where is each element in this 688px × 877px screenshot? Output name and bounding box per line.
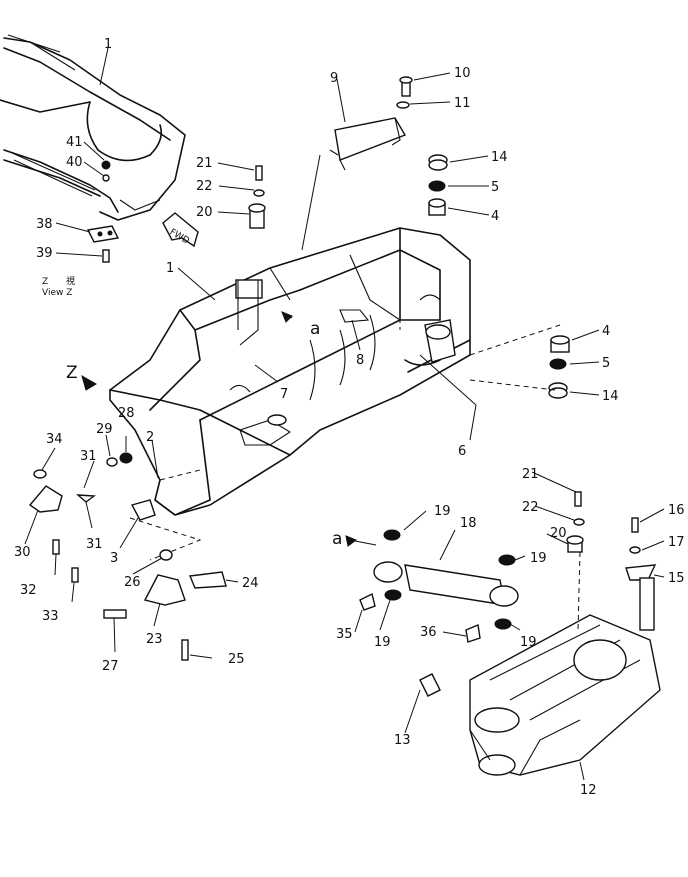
callout-21-lower: 21 <box>522 467 539 482</box>
callout-33: 33 <box>42 609 59 624</box>
forward-direction-arrow <box>162 212 199 248</box>
mount-stack-top <box>396 76 448 216</box>
callout-40: 40 <box>66 155 83 170</box>
callout-13: 13 <box>394 733 411 748</box>
callout-17: 17 <box>668 535 685 550</box>
callout-2: 2 <box>146 430 154 445</box>
view-z-kanji: 視 <box>66 275 75 287</box>
callout-16: 16 <box>668 503 685 518</box>
callout-4-right: 4 <box>602 324 610 339</box>
callout-10: 10 <box>454 66 471 81</box>
callout-15: 15 <box>668 571 685 586</box>
view-z-caption: View Z <box>42 288 72 298</box>
nut-washer-28-29 <box>106 452 133 467</box>
callout-19-d: 19 <box>520 635 537 650</box>
callout-5-right: 5 <box>602 356 610 371</box>
cover-part-9 <box>329 117 407 171</box>
callout-23: 23 <box>146 632 163 647</box>
callout-39: 39 <box>36 246 53 261</box>
callout-32: 32 <box>20 583 37 598</box>
callout-20-upper: 20 <box>196 205 213 220</box>
bracket-23-27 <box>103 549 227 661</box>
view-z-arrow-label: Z <box>66 363 78 383</box>
callout-26: 26 <box>124 575 141 590</box>
callout-labels: 1 41 40 38 39 9 10 11 14 5 4 21 22 20 1 … <box>14 37 685 798</box>
callout-34: 34 <box>46 432 63 447</box>
callout-41: 41 <box>66 135 83 150</box>
view-z-arrow <box>81 374 97 391</box>
callout-1-top: 1 <box>104 37 112 52</box>
callout-24: 24 <box>242 576 259 591</box>
callout-31-lower: 31 <box>86 537 103 552</box>
callout-19-a: 19 <box>434 504 451 519</box>
bolt-group-upper <box>248 165 266 229</box>
callout-6: 6 <box>458 444 466 459</box>
circle-assembly-12 <box>419 614 661 776</box>
view-z-letter: Z <box>42 277 48 287</box>
callout-4-top: 4 <box>491 209 499 224</box>
main-frame <box>109 227 471 516</box>
cylinder-18 <box>359 529 519 643</box>
reference-a-cylinder: a <box>332 529 342 549</box>
view-z-frame-section <box>0 34 186 263</box>
callout-3: 3 <box>110 551 118 566</box>
callout-5-top: 5 <box>491 180 499 195</box>
callout-1-main: 1 <box>166 261 174 276</box>
callout-20-lower: 20 <box>550 526 567 541</box>
callout-12: 12 <box>580 783 597 798</box>
reference-a-main: a <box>310 319 320 339</box>
callout-35: 35 <box>336 627 353 642</box>
callout-30: 30 <box>14 545 31 560</box>
callout-28: 28 <box>118 406 135 421</box>
callout-22-lower: 22 <box>522 500 539 515</box>
pin-15-17 <box>625 517 657 631</box>
leader-lines <box>24 47 665 781</box>
callout-18: 18 <box>460 516 477 531</box>
callout-31-upper: 31 <box>80 449 97 464</box>
callout-8: 8 <box>356 353 364 368</box>
callout-11: 11 <box>454 96 471 111</box>
reference-a-arrows <box>281 311 358 547</box>
callout-19-c: 19 <box>374 635 391 650</box>
callout-7: 7 <box>280 387 288 402</box>
bracket-2-3 <box>129 469 202 561</box>
callout-38: 38 <box>36 217 53 232</box>
callout-14-top: 14 <box>491 150 508 165</box>
callout-36: 36 <box>420 625 437 640</box>
callout-9: 9 <box>330 71 338 86</box>
callout-21-upper: 21 <box>196 156 213 171</box>
callout-27: 27 <box>102 659 119 674</box>
callout-14-right: 14 <box>602 389 619 404</box>
callout-19-b: 19 <box>530 551 547 566</box>
callout-25: 25 <box>228 652 245 667</box>
mount-stack-right <box>548 335 570 399</box>
callout-22-upper: 22 <box>196 179 213 194</box>
callout-29: 29 <box>96 422 113 437</box>
bracket-30-34 <box>28 469 96 583</box>
bolt-group-lower <box>566 491 585 553</box>
